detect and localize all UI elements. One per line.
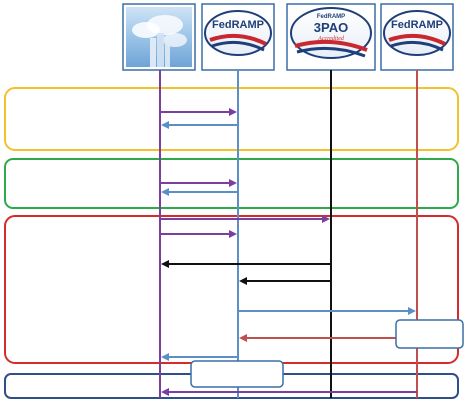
3pao-logo-top: FedRAMP <box>317 14 345 20</box>
3pao-logo-sub: Accredited <box>317 36 345 42</box>
arrowhead <box>161 260 169 268</box>
message-arrow <box>160 108 237 116</box>
fedramp-3pao-logo: FedRAMP 3PAO Accredited <box>290 7 372 59</box>
3pao-logo-main: 3PAO <box>314 20 348 35</box>
arrowhead <box>161 388 169 396</box>
message-arrow <box>161 353 238 361</box>
callout-pmo <box>190 360 284 388</box>
phase-boxes <box>4 87 459 399</box>
message-arrow <box>160 230 237 238</box>
message-arrow <box>161 260 331 268</box>
cloud-sky-icon <box>126 7 192 67</box>
arrowhead <box>239 334 247 342</box>
arrowhead <box>229 230 237 238</box>
message-arrow <box>160 179 237 187</box>
phase-1-box <box>4 87 459 151</box>
message-arrow <box>238 307 416 315</box>
fedramp-logo: FedRAMP <box>204 10 272 56</box>
participant-3pao: FedRAMP 3PAO Accredited <box>286 3 376 71</box>
message-arrow <box>239 334 417 342</box>
participant-fedramp-pmo: FedRAMP <box>201 3 275 71</box>
arrowhead <box>322 215 330 223</box>
message-arrow <box>161 188 238 196</box>
arrowhead <box>161 121 169 129</box>
callout-jab <box>395 319 464 349</box>
message-arrow <box>161 121 238 129</box>
message-arrow <box>161 388 417 396</box>
fedramp-logo-text: FedRAMP <box>212 19 264 31</box>
message-arrow <box>239 277 331 285</box>
phase-3-box <box>4 215 459 364</box>
arrowhead <box>229 179 237 187</box>
callouts <box>190 319 464 388</box>
participant-cloud <box>122 3 196 71</box>
arrowhead <box>161 188 169 196</box>
phase-2-box <box>4 158 459 209</box>
arrowhead <box>408 307 416 315</box>
arrowhead <box>161 353 169 361</box>
message-arrow <box>160 215 330 223</box>
arrowhead <box>229 108 237 116</box>
messages <box>160 108 417 396</box>
participant-fedramp-jab: FedRAMP <box>380 3 454 71</box>
arrowhead <box>239 277 247 285</box>
fedramp-logo: FedRAMP <box>383 10 451 56</box>
fedramp-logo-text: FedRAMP <box>391 19 443 31</box>
